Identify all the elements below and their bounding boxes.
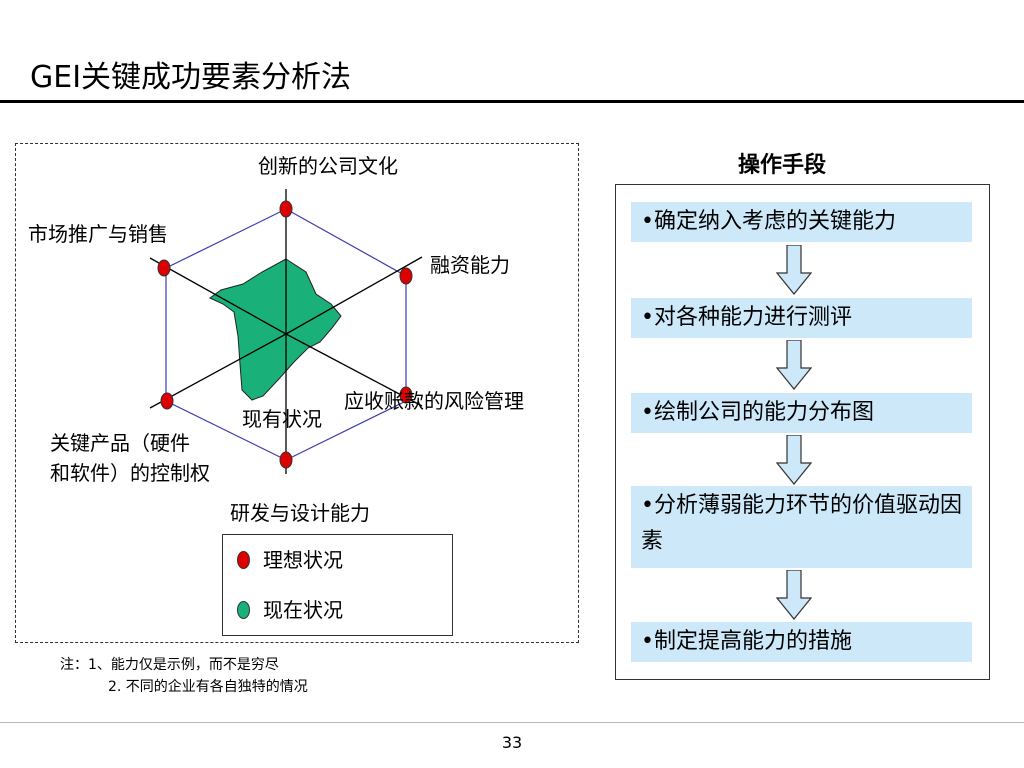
action-step: •确定纳入考虑的关键能力 [631, 202, 972, 242]
ideal-point [399, 386, 413, 404]
ideal-point [279, 200, 293, 218]
current-state-shape [209, 258, 342, 401]
legend-label: 现在状况 [263, 598, 343, 622]
page-title: GEI关键成功要素分析法 [30, 60, 352, 95]
down-arrow-icon [776, 340, 812, 390]
down-arrow-icon [776, 245, 812, 295]
axis-label-research: 研发与设计能力 [230, 501, 370, 525]
footnote-2: 2. 不同的企业有各自独特的情况 [108, 679, 308, 695]
axis-line-products [149, 333, 287, 409]
actions-title: 操作手段 [738, 153, 827, 178]
legend: 理想状况 现在状况 [222, 534, 453, 636]
legend-item-ideal: 理想状况 [223, 546, 452, 576]
axis-label-receivables: 应收账款的风险管理 [344, 389, 524, 413]
action-step: •制定提高能力的措施 [631, 622, 972, 662]
ideal-point [399, 267, 413, 285]
ideal-point [160, 392, 174, 410]
axis-label-products: 关键产品（硬件 和软件）的控制权 [50, 431, 210, 485]
action-step: •分析薄弱能力环节的价值驱动因素 [631, 486, 972, 568]
ideal-point [279, 451, 293, 469]
current-marker-icon [237, 601, 250, 619]
radar-chart [149, 189, 423, 474]
ideal-point [157, 259, 171, 277]
down-arrow-icon [776, 570, 812, 620]
footnote-1: 注：1、能力仅是示例，而不是穷尽 [60, 657, 279, 673]
legend-label: 理想状况 [263, 548, 343, 572]
axis-line-finance [285, 256, 423, 335]
action-step: •对各种能力进行测评 [631, 298, 972, 338]
current-state-label: 现有状况 [242, 407, 322, 431]
legend-item-current: 现在状况 [223, 596, 452, 626]
footer-divider [0, 722, 1024, 723]
down-arrow-icon [776, 435, 812, 485]
page-number: 33 [501, 733, 523, 752]
footnotes: 注：1、能力仅是示例，而不是穷尽 2. 不同的企业有各自独特的情况 [60, 654, 308, 698]
actions-frame [615, 184, 990, 680]
title-divider [0, 100, 1024, 103]
ideal-marker-icon [237, 551, 250, 569]
axis-label-culture: 创新的公司文化 [258, 154, 398, 178]
axis-label-marketing: 市场推广与销售 [28, 222, 168, 246]
axis-line-marketing [149, 257, 287, 335]
radar-chart-panel [15, 143, 579, 643]
action-step: •绘制公司的能力分布图 [631, 393, 972, 433]
axis-line-receivables [285, 333, 423, 407]
axis-label-finance: 融资能力 [430, 253, 510, 277]
